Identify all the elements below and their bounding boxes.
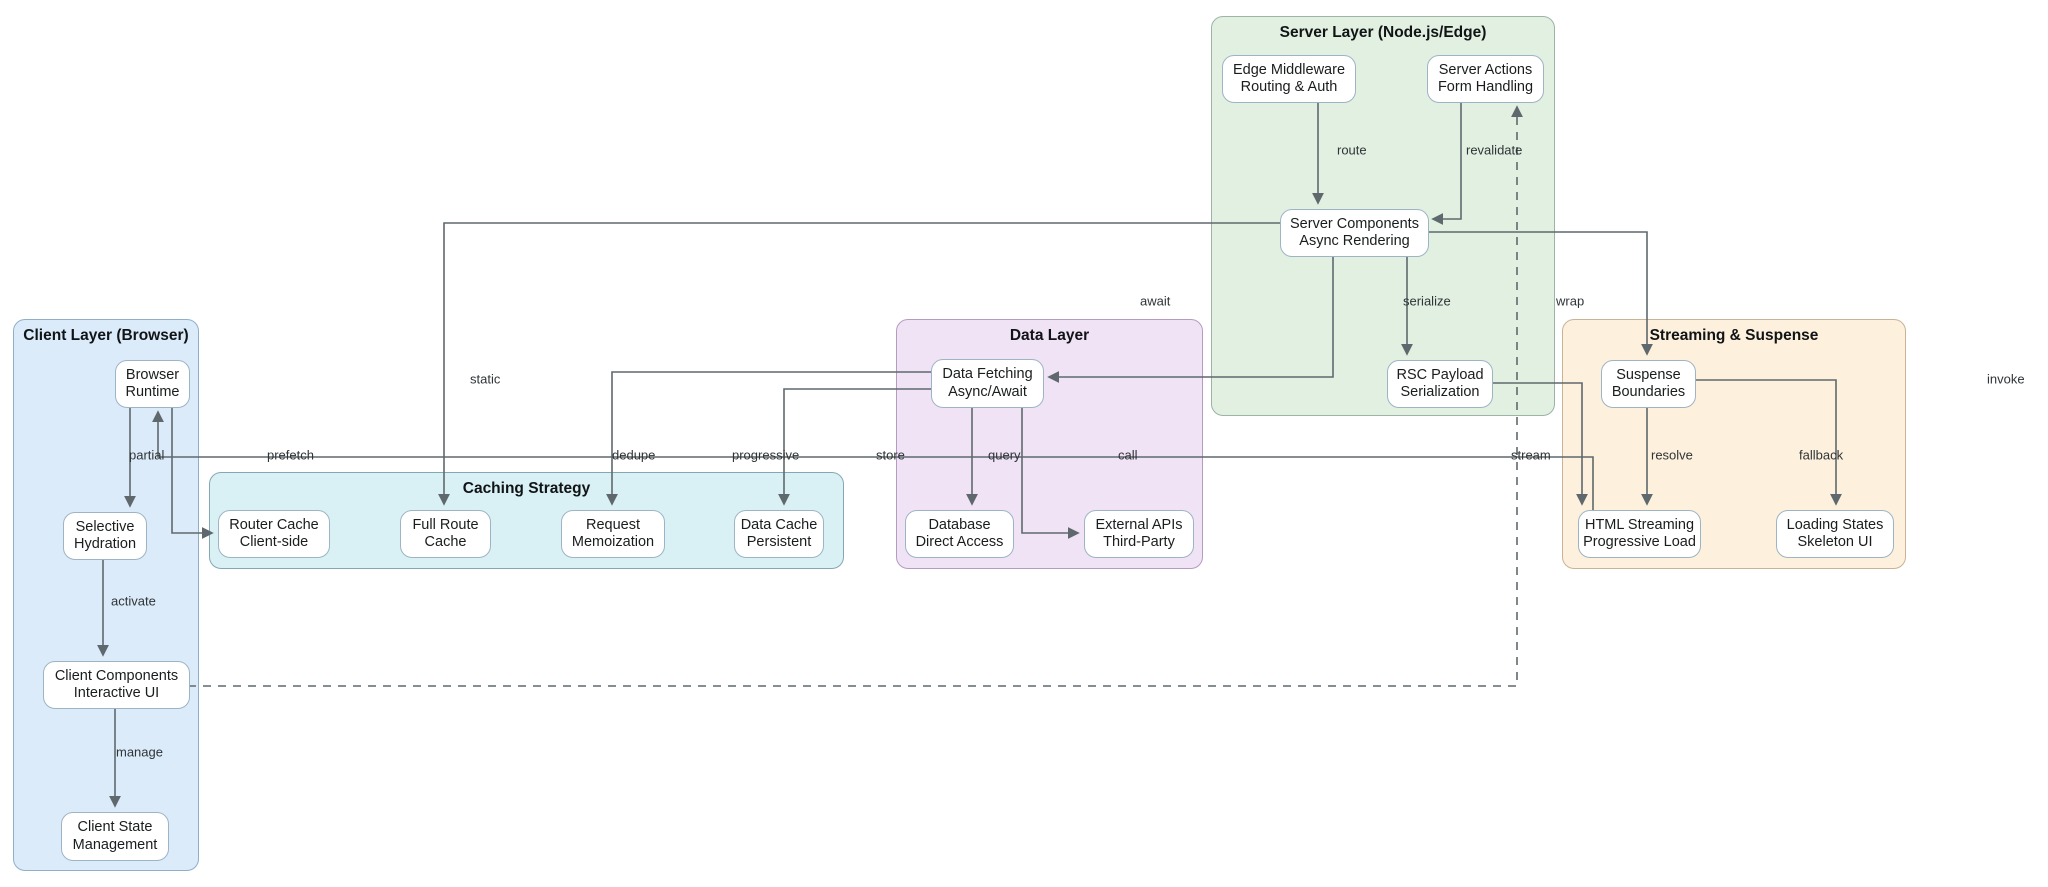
edge-label-progressive: progressive <box>732 447 800 463</box>
node-edge-middleware: Edge Middleware Routing & Auth <box>1222 55 1356 103</box>
edge-label-wrap: wrap <box>1556 293 1585 309</box>
node-server-actions: Server Actions Form Handling <box>1427 55 1544 103</box>
edge-label-stream: stream <box>1511 447 1551 463</box>
node-router-cache: Router Cache Client-side <box>218 510 330 558</box>
edge-stream <box>1491 382 1588 506</box>
container-client-layer: Client Layer (Browser) <box>13 319 199 871</box>
edge-label-partial: partial <box>129 447 165 463</box>
edge-progressive <box>152 410 1594 510</box>
edge-label-invoke: invoke <box>1987 371 2025 387</box>
container-title-caching-strategy: Caching Strategy <box>462 480 591 497</box>
edge-label-dedupe: dedupe <box>612 447 656 463</box>
node-loading-states: Loading States Skeleton UI <box>1776 510 1894 558</box>
edge-prefetch <box>171 406 214 539</box>
edge-label-manage: manage <box>116 744 163 760</box>
edge-await <box>1047 255 1334 383</box>
edge-dedupe <box>606 371 931 506</box>
node-client-components: Client Components Interactive UI <box>43 661 190 709</box>
node-suspense-boundaries: Suspense Boundaries <box>1601 360 1696 408</box>
node-data-cache: Data Cache Persistent <box>734 510 824 558</box>
edge-static <box>438 222 1280 506</box>
node-full-route-cache: Full Route Cache <box>400 510 491 558</box>
edge-label-store: store <box>876 447 905 463</box>
node-data-fetching: Data Fetching Async/Await <box>931 359 1044 408</box>
container-title-client-layer: Client Layer (Browser) <box>23 327 189 344</box>
edge-label-revalidate: revalidate <box>1466 142 1523 158</box>
node-selective-hydration: Selective Hydration <box>63 512 147 560</box>
edge-store <box>778 388 931 506</box>
edge-wrap <box>1427 231 1653 356</box>
edge-label-query: query <box>988 447 1021 463</box>
edge-invoke <box>188 105 1523 687</box>
node-database: Database Direct Access <box>905 510 1014 558</box>
edge-label-activate: activate <box>111 593 156 609</box>
edge-label-route: route <box>1337 142 1367 158</box>
edge-label-resolve: resolve <box>1651 447 1693 463</box>
edge-fallback <box>1694 379 1842 506</box>
edge-label-await: await <box>1140 293 1171 309</box>
node-request-memoization: Request Memoization <box>561 510 665 558</box>
edge-label-fallback: fallback <box>1799 447 1844 463</box>
container-title-server-layer: Server Layer (Node.js/Edge) <box>1279 24 1487 41</box>
edge-label-prefetch: prefetch <box>267 447 314 463</box>
node-html-streaming: HTML Streaming Progressive Load <box>1578 510 1701 558</box>
edge-label-serialize: serialize <box>1403 293 1451 309</box>
node-server-components: Server Components Async Rendering <box>1280 209 1429 257</box>
container-title-data-layer: Data Layer <box>1009 327 1090 344</box>
edge-call <box>1021 406 1080 539</box>
edge-revalidate <box>1431 101 1462 225</box>
edge-label-static: static <box>470 371 501 387</box>
container-title-streaming-suspense: Streaming & Suspense <box>1649 327 1819 344</box>
node-rsc-payload: RSC Payload Serialization <box>1387 360 1493 408</box>
node-external-apis: External APIs Third-Party <box>1084 510 1194 558</box>
node-client-state: Client State Management <box>61 812 169 861</box>
edge-label-call: call <box>1118 447 1138 463</box>
node-browser-runtime: Browser Runtime <box>115 360 190 408</box>
